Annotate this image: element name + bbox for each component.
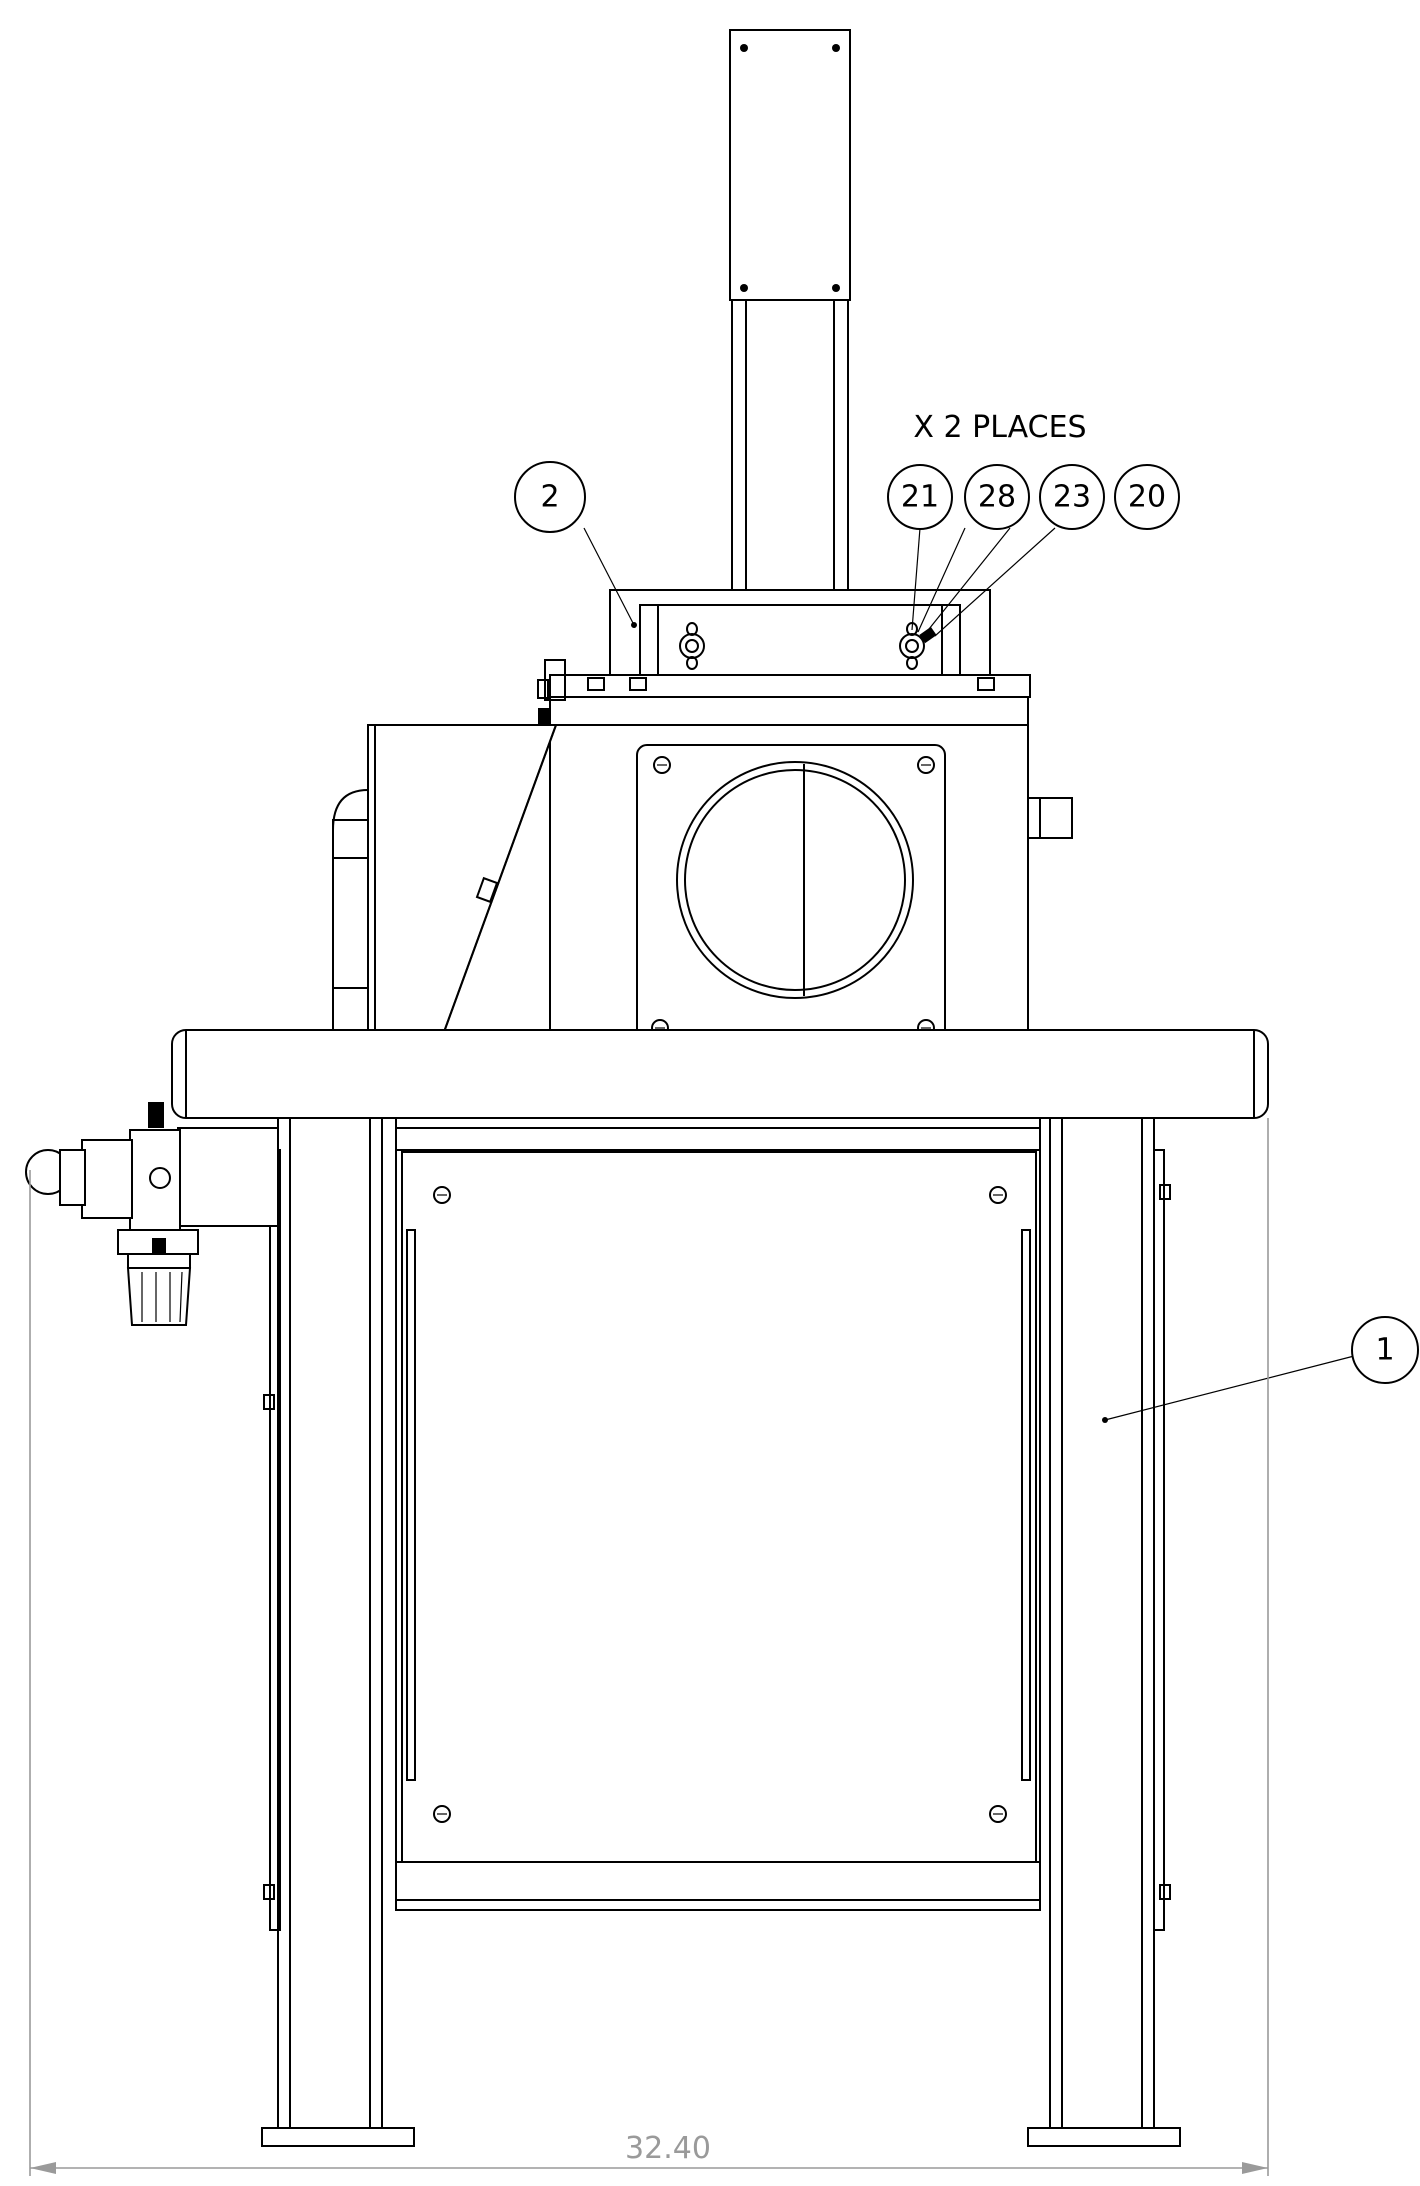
- svg-text:23: 23: [1053, 480, 1091, 515]
- balloon-20: 20: [1114, 464, 1180, 530]
- svg-text:2: 2: [540, 480, 559, 515]
- svg-text:20: 20: [1128, 480, 1166, 515]
- overall-width-dimension: 32.40: [29, 1118, 1269, 2176]
- clamp-assembly: [609, 589, 991, 691]
- wing-nut-right: [899, 622, 937, 670]
- note-x-2-places: X 2 PLACES: [913, 410, 1086, 445]
- balloon-21: 21: [887, 464, 953, 530]
- frame-left: [261, 1117, 415, 2147]
- frame-right: [1027, 1117, 1181, 2147]
- svg-text:1: 1: [1375, 1333, 1394, 1368]
- center-panel: [395, 1118, 1041, 1911]
- balloon-1: 1: [1351, 1316, 1419, 1384]
- dimension-value: 32.40: [625, 2131, 711, 2166]
- svg-text:28: 28: [978, 480, 1016, 515]
- callouts: X 2 PLACES 2 21 28 23 20: [514, 410, 1419, 1423]
- wing-nut-left: [679, 622, 705, 670]
- panel-screws: [433, 1186, 1007, 1823]
- air-regulator: [25, 1102, 279, 1326]
- balloon-2: 2: [514, 461, 586, 533]
- flange-plate: [636, 744, 946, 1041]
- svg-text:21: 21: [901, 480, 939, 515]
- mast: [729, 29, 851, 591]
- hopper-enclosure: [332, 724, 558, 1033]
- upper-housing: [537, 659, 1073, 1033]
- table-top: [171, 1029, 1269, 1119]
- balloon-28: 28: [964, 464, 1030, 530]
- balloon-23: 23: [1039, 464, 1105, 530]
